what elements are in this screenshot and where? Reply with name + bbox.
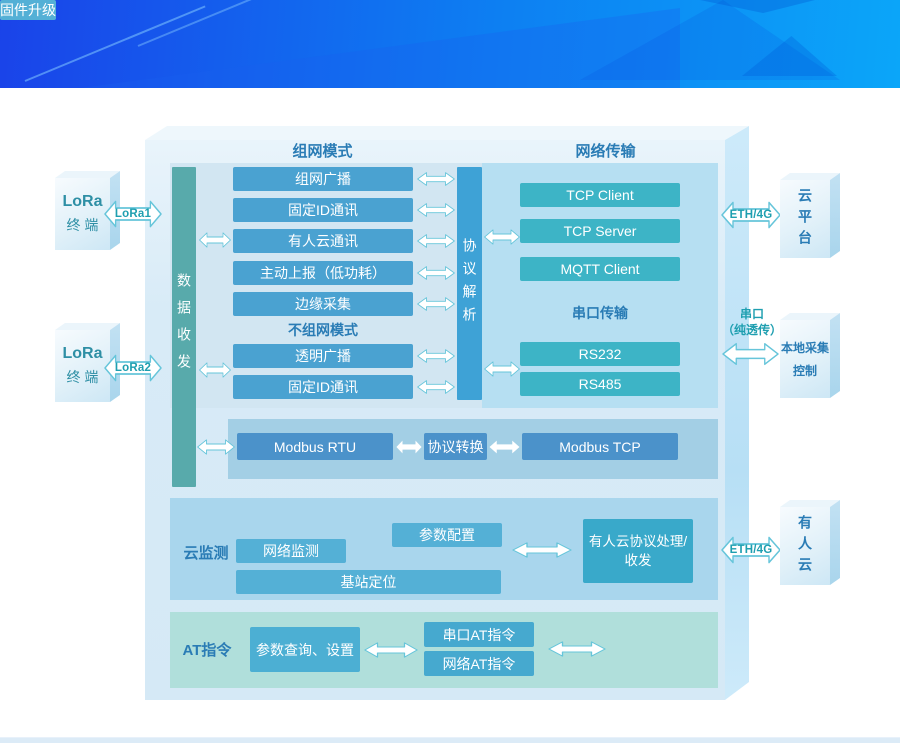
- arrow-rtu-convert: [396, 439, 422, 455]
- lora-terminal-line1: LoRa: [62, 193, 103, 210]
- mode-box-transparent-broadcast: 透明广播: [233, 344, 413, 368]
- lora1-link-arrow: LoRa1: [104, 199, 162, 229]
- arrow-protocol-transport: [484, 360, 520, 378]
- mode-box-fixed-id: 固定ID通讯: [233, 198, 413, 222]
- cube-front-face: LoRa 终 端: [55, 330, 110, 402]
- arrow-query-at: [364, 641, 418, 659]
- arrow-at-right: [548, 640, 606, 658]
- net-box-mqtt-client: MQTT Client: [520, 257, 680, 281]
- ungrouped-mode-label: 不组网模式: [288, 322, 358, 338]
- data-transceive-label: 数据收发: [176, 273, 192, 381]
- eth4g-link-label: ETH/4G: [729, 209, 773, 221]
- arrow-mode-protocol: [417, 348, 455, 364]
- cube-top-face: [55, 323, 120, 330]
- usr-cloud-handler-box: 有人云协议处理/ 收发: [583, 519, 693, 583]
- cube-front-face: 云平台: [780, 180, 830, 258]
- modbus-rtu-box: Modbus RTU: [237, 433, 393, 460]
- arrow-mode-protocol: [417, 171, 455, 187]
- serial-transport-label: 串口传输: [572, 305, 628, 321]
- cloud-platform-cube: 云平台: [780, 173, 840, 258]
- arrow-mode-protocol: [417, 233, 455, 249]
- local-collect-line1: 本地采集: [780, 341, 829, 355]
- lora-terminal-line2: 终 端: [66, 217, 99, 233]
- device-container-top-face: [145, 126, 749, 140]
- eth4g-link-label: ETH/4G: [729, 544, 773, 556]
- mode-box-edge-collect: 边缘采集: [233, 292, 413, 316]
- arrow-protocol-transport: [484, 228, 520, 246]
- modbus-tcp-box: Modbus TCP: [522, 433, 678, 460]
- cube-side-face: [830, 313, 840, 398]
- eth4g-link-arrow-top: ETH/4G: [721, 200, 781, 230]
- cloud-platform-label: 云平台: [797, 187, 813, 251]
- local-collect-cube: 本地采集 控制: [780, 313, 840, 398]
- lora2-link-arrow: LoRa2: [104, 353, 162, 383]
- net-box-tcp-server: TCP Server: [520, 219, 680, 243]
- cube-top-face: [780, 313, 840, 320]
- network-transport-title: 网络传输: [575, 142, 636, 160]
- serial-at-box: 串口AT指令: [424, 622, 534, 647]
- serial-box-rs232: RS232: [520, 342, 680, 366]
- arrow-mode-protocol: [417, 265, 455, 281]
- mode-box-usr-cloud: 有人云通讯: [233, 229, 413, 253]
- param-config-box: 参数配置: [392, 523, 502, 547]
- cube-front-face: 有人云: [780, 507, 830, 585]
- lora1-link-label: LoRa1: [114, 208, 152, 220]
- arrow-databar-modbus: [197, 438, 235, 456]
- arrow-mode-protocol: [417, 202, 455, 218]
- header-banner: [0, 0, 900, 88]
- protocol-convert-box: 协议转换: [424, 433, 487, 460]
- serial-box-rs485: RS485: [520, 372, 680, 396]
- arrow-databar-modes: [199, 231, 231, 249]
- eth4g-link-arrow-bottom: ETH/4G: [721, 535, 781, 565]
- serial-link-line1: 串口: [739, 307, 764, 321]
- arrow-convert-tcp: [489, 439, 520, 455]
- bottom-strip: [0, 737, 900, 743]
- cube-top-face: [780, 173, 840, 180]
- lora-terminal-line1: LoRa: [62, 345, 103, 362]
- networking-mode-title: 组网模式: [292, 142, 353, 160]
- cube-front-face: 本地采集 控制: [780, 320, 830, 398]
- at-command-label: AT指令: [182, 641, 232, 659]
- net-box-tcp-client: TCP Client: [520, 183, 680, 207]
- param-query-box: 参数查询、设置: [250, 627, 360, 672]
- cube-front-face: LoRa 终 端: [55, 178, 110, 250]
- cloud-monitor-label: 云监测: [183, 544, 229, 562]
- serial-link-line2: （纯透传）: [721, 323, 782, 337]
- network-monitor-box: 网络监测: [236, 539, 346, 563]
- protocol-parse-bar: 协议解析: [457, 167, 482, 400]
- lora2-link-label: LoRa2: [114, 362, 152, 374]
- handler-line1: 有人云协议处理/: [588, 534, 688, 549]
- firmware-upgrade-box: 固件升级: [0, 0, 56, 20]
- mode-box-group-broadcast: 组网广播: [233, 167, 413, 191]
- local-collect-line2: 控制: [792, 364, 817, 378]
- cube-side-face: [830, 173, 840, 258]
- cube-top-face: [780, 500, 840, 507]
- serial-link-arrow: [722, 341, 779, 367]
- cube-side-face: [830, 500, 840, 585]
- protocol-parse-label: 协议解析: [461, 237, 478, 330]
- data-transceive-bar: 数据收发: [172, 167, 196, 487]
- handler-line2: 收发: [624, 553, 652, 568]
- arrow-mode-protocol: [417, 379, 455, 395]
- base-station-box: 基站定位: [236, 570, 501, 594]
- mode-box-fixed-id-2: 固定ID通讯: [233, 375, 413, 399]
- cube-top-face: [55, 171, 120, 178]
- usr-cloud-label: 有人云: [797, 514, 813, 578]
- mode-box-active-report: 主动上报（低功耗）: [233, 261, 413, 285]
- arrow-mode-protocol: [417, 296, 455, 312]
- lora-terminal-line2: 终 端: [66, 369, 99, 385]
- arrow-config-handler: [512, 541, 572, 559]
- network-at-box: 网络AT指令: [424, 651, 534, 676]
- arrow-databar-modes: [199, 361, 231, 379]
- usr-cloud-cube: 有人云: [780, 500, 840, 585]
